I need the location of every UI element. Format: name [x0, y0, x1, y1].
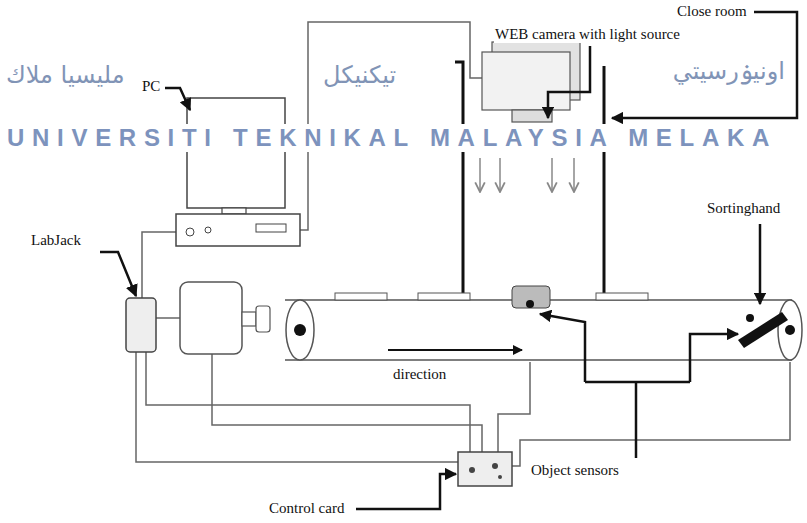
object-sensor: [746, 314, 754, 322]
wire: [156, 317, 180, 319]
leader-line: [759, 224, 762, 304]
object-sensor: [526, 300, 534, 308]
watermark-text: مليسيا ملاك: [5, 62, 126, 90]
watermark-text: اونيۏرسيتي: [672, 58, 786, 86]
leader-lines: [100, 12, 797, 509]
light-rays: [480, 158, 574, 192]
wire: [212, 354, 482, 452]
wires: [136, 22, 790, 466]
leader-line: [100, 252, 136, 296]
pc-label: PC: [141, 78, 161, 95]
motor: [180, 282, 242, 354]
roller-axle: [785, 325, 795, 335]
camera-lens: [512, 110, 552, 122]
direction-label: direction: [392, 366, 447, 383]
light-ray: [479, 158, 481, 192]
labjack-device: [126, 298, 156, 352]
control-card-label: Control card: [268, 500, 345, 517]
sensor-label: Object sensors: [530, 462, 620, 479]
motor-shaft: [242, 312, 256, 326]
component: [498, 475, 502, 479]
camera-front: [482, 52, 570, 110]
button: [205, 227, 211, 233]
monitor: [187, 98, 285, 208]
watermark-text: تيکنيکل: [322, 62, 397, 90]
watermark-text: UNIVERSITI TEKNIKAL MALAYSIA MELAKA: [6, 124, 778, 152]
labjack-label: LabJack: [30, 232, 82, 249]
component: [492, 463, 498, 469]
wire: [512, 362, 790, 466]
leader-line: [548, 46, 590, 118]
leader-line: [690, 334, 738, 382]
computer-case: [176, 214, 300, 246]
belt-edge: [285, 359, 792, 361]
inspected-object: [512, 286, 550, 308]
object: [596, 293, 648, 300]
leader-line: [585, 381, 690, 384]
room-label: Close room: [676, 3, 748, 20]
leader-line: [165, 88, 190, 110]
object: [335, 293, 387, 300]
roller: [778, 300, 802, 360]
leader-line: [635, 382, 638, 458]
room-wall: [455, 62, 463, 298]
light-ray: [499, 158, 501, 192]
direction-arrow: [388, 349, 522, 351]
control-card: [458, 452, 512, 486]
leader-line: [540, 314, 585, 382]
coupling: [256, 306, 270, 332]
wire: [136, 352, 458, 462]
light-ray: [573, 158, 575, 192]
light-ray: [551, 158, 553, 192]
wire: [498, 362, 530, 452]
leader-line: [356, 474, 456, 509]
sorting-hand: [738, 312, 788, 348]
monitor-stand: [222, 208, 246, 214]
sortinghand-label: Sortinghand: [706, 200, 781, 217]
roller-axle: [294, 324, 306, 336]
object: [418, 293, 470, 300]
camera-label: WEB camera with light source: [494, 26, 681, 43]
wire: [142, 232, 176, 298]
wire: [146, 352, 470, 452]
roller: [286, 300, 314, 360]
drive-slot: [256, 224, 286, 232]
component: [469, 467, 475, 473]
room-wall: [603, 66, 606, 296]
button: [186, 228, 194, 236]
